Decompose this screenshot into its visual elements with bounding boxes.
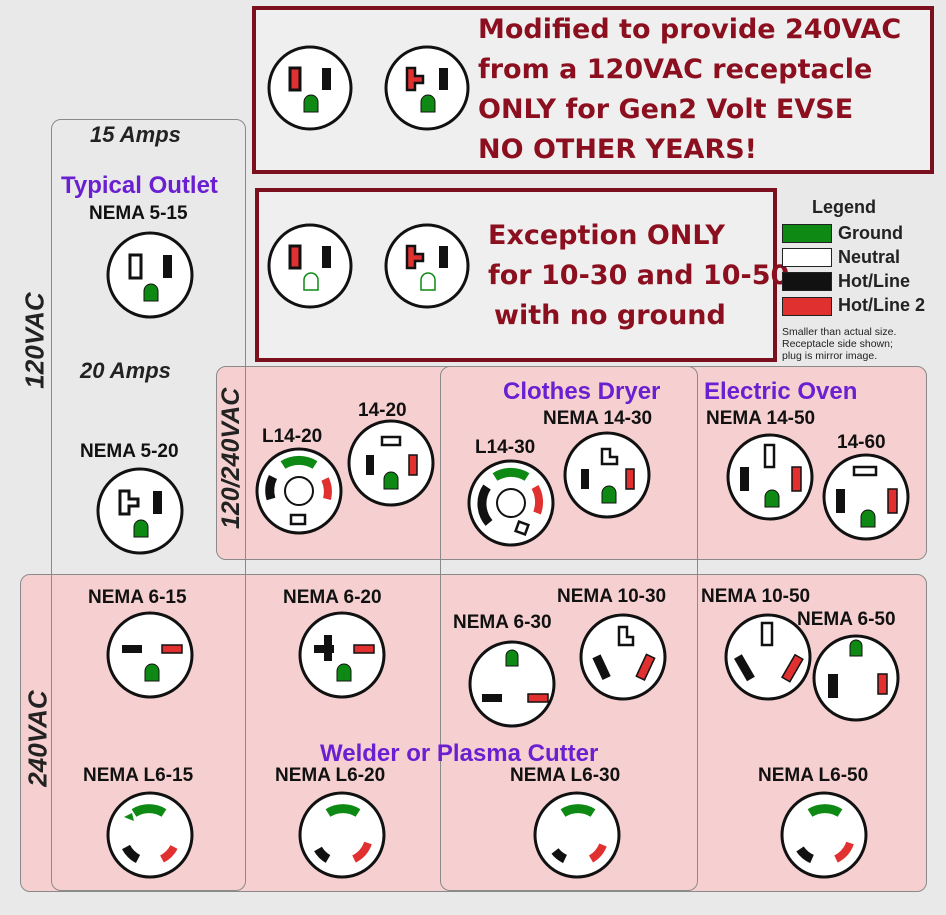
- receptacle-exception-10-50-icon: [384, 223, 470, 309]
- receptacle-exception-10-30-icon: [267, 223, 353, 309]
- receptacle-nema-6-50-icon: [812, 634, 900, 722]
- legend-note-line-3: plug is mirror image.: [782, 350, 878, 362]
- receptacle-nema-l6-20-icon: [298, 791, 386, 879]
- receptacle-14-20-icon: [347, 419, 435, 507]
- row-label-120vac: 120VAC: [19, 292, 50, 389]
- label-nema-6-50: NEMA 6-50: [797, 609, 896, 630]
- receptacle-nema-5-20-icon: [96, 467, 184, 555]
- label-14-60: 14-60: [837, 432, 886, 453]
- receptacle-nema-10-30-icon: [579, 613, 667, 701]
- receptacle-nema-14-50-icon: [726, 433, 814, 521]
- zone-120vac-column: [51, 119, 246, 891]
- receptacle-l14-20-icon: [255, 447, 343, 535]
- legend-swatch-hot2: [782, 297, 832, 316]
- legend-swatch-hot: [782, 272, 832, 291]
- receptacle-nema-6-15-icon: [106, 611, 194, 699]
- label-l14-30: L14-30: [475, 437, 536, 458]
- legend-label-hot2: Hot/Line 2: [838, 295, 926, 315]
- receptacle-nema-l6-30-icon: [533, 791, 621, 879]
- amps-20-heading: 20 Amps: [80, 358, 171, 383]
- note2-line-1: Exception ONLY: [488, 220, 725, 251]
- amps-15-heading: 15 Amps: [90, 122, 181, 147]
- row-label-120-240vac: 120/240VAC: [217, 387, 245, 529]
- legend-note-line-2: Receptacle side shown;: [782, 338, 893, 350]
- note-box-modified: [252, 6, 934, 174]
- legend-title: Legend: [812, 197, 877, 217]
- label-nema-l6-20: NEMA L6-20: [275, 765, 386, 786]
- receptacle-l14-30-icon: [467, 459, 555, 547]
- receptacle-nema-5-15-icon: [106, 231, 194, 319]
- receptacle-nema-l6-50-icon: [780, 791, 868, 879]
- heading-clothes-dryer: Clothes Dryer: [503, 378, 661, 405]
- heading-typical-outlet: Typical Outlet: [61, 172, 218, 199]
- label-nema-14-50: NEMA 14-50: [706, 408, 816, 429]
- label-l14-20: L14-20: [262, 426, 323, 447]
- receptacle-nema-6-30-icon: [468, 640, 556, 728]
- note2-line-3: with no ground: [494, 300, 726, 331]
- label-nema-l6-30: NEMA L6-30: [510, 765, 621, 786]
- label-nema-5-20: NEMA 5-20: [80, 441, 179, 462]
- label-nema-l6-50: NEMA L6-50: [758, 765, 869, 786]
- note1-line-2: from a 120VAC receptacle: [478, 54, 873, 85]
- zone-30a-column: [440, 366, 698, 891]
- receptacle-nema-14-30-icon: [563, 431, 651, 519]
- legend-label-neutral: Neutral: [838, 247, 901, 267]
- label-nema-l6-15: NEMA L6-15: [83, 765, 194, 786]
- label-nema-5-15: NEMA 5-15: [89, 203, 188, 224]
- receptacle-modified-5-15-icon: [267, 45, 353, 131]
- label-14-20: 14-20: [358, 400, 407, 421]
- legend-swatch-ground: [782, 224, 832, 243]
- note1-line-3: ONLY for Gen2 Volt EVSE: [478, 94, 854, 125]
- note2-line-2: for 10-30 and 10-50: [488, 260, 790, 291]
- legend-label-hot: Hot/Line: [838, 271, 910, 291]
- label-nema-10-30: NEMA 10-30: [557, 586, 667, 607]
- legend-label-ground: Ground: [838, 223, 903, 243]
- note1-line-1: Modified to provide 240VAC: [478, 14, 902, 45]
- legend-swatch-neutral: [782, 248, 832, 267]
- label-nema-10-50: NEMA 10-50: [701, 586, 811, 607]
- receptacle-14-60-icon: [822, 453, 910, 541]
- receptacle-nema-10-50-icon: [724, 613, 812, 701]
- heading-welder: Welder or Plasma Cutter: [320, 740, 599, 767]
- row-label-240vac: 240VAC: [22, 690, 53, 787]
- receptacle-nema-l6-15-icon: [106, 791, 194, 879]
- label-nema-6-20: NEMA 6-20: [283, 587, 382, 608]
- note1-line-4: NO OTHER YEARS!: [478, 134, 757, 165]
- receptacle-modified-5-20-icon: [384, 45, 470, 131]
- label-nema-6-15: NEMA 6-15: [88, 587, 187, 608]
- heading-electric-oven: Electric Oven: [704, 378, 858, 405]
- label-nema-6-30: NEMA 6-30: [453, 612, 552, 633]
- legend-note-line-1: Smaller than actual size.: [782, 326, 897, 338]
- receptacle-nema-6-20-icon: [298, 611, 386, 699]
- label-nema-14-30: NEMA 14-30: [543, 408, 653, 429]
